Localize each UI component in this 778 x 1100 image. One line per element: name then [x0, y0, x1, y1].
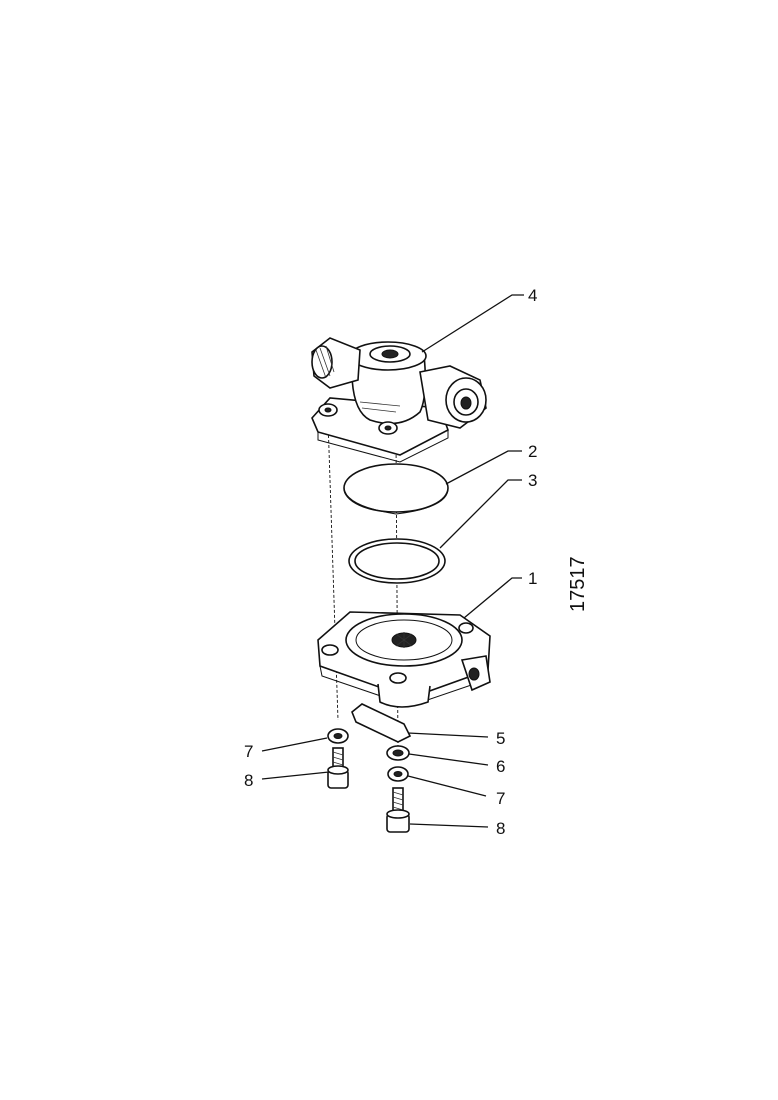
leader-line-8-left	[261, 771, 330, 780]
callout-8-left: 8	[244, 771, 253, 790]
locking-plate	[351, 703, 412, 743]
leader-line-8-right	[409, 823, 489, 828]
callout-5: 5	[496, 729, 505, 748]
assembly-axis-left	[327, 419, 339, 721]
callout-6: 6	[496, 757, 505, 776]
leader-line-4	[421, 294, 524, 353]
washer-left	[327, 728, 349, 744]
callout-8-right: 8	[496, 819, 505, 838]
callout-4: 4	[528, 286, 537, 305]
screw-left	[327, 747, 349, 789]
washer-right-upper	[386, 745, 410, 761]
leader-line-5	[407, 732, 489, 738]
callout-3: 3	[528, 471, 537, 490]
callout-1: 1	[528, 569, 537, 588]
leader-line-6	[408, 753, 489, 766]
leader-line-1	[463, 577, 522, 619]
callout-7-right: 7	[496, 789, 505, 808]
leader-line-3	[439, 479, 522, 549]
screw-right	[386, 787, 410, 833]
valve-housing-top	[311, 337, 487, 463]
callout-2: 2	[528, 442, 537, 461]
diaphragm-disc	[343, 463, 449, 515]
valve-housing-bottom	[317, 611, 491, 708]
washer-right-lower	[387, 766, 409, 782]
callout-7-left: 7	[244, 742, 253, 761]
figure-number: 17517	[567, 556, 589, 612]
leader-line-7-left	[261, 737, 328, 752]
o-ring	[348, 538, 446, 584]
leader-line-2	[445, 450, 522, 485]
leader-line-7-right	[407, 775, 487, 797]
